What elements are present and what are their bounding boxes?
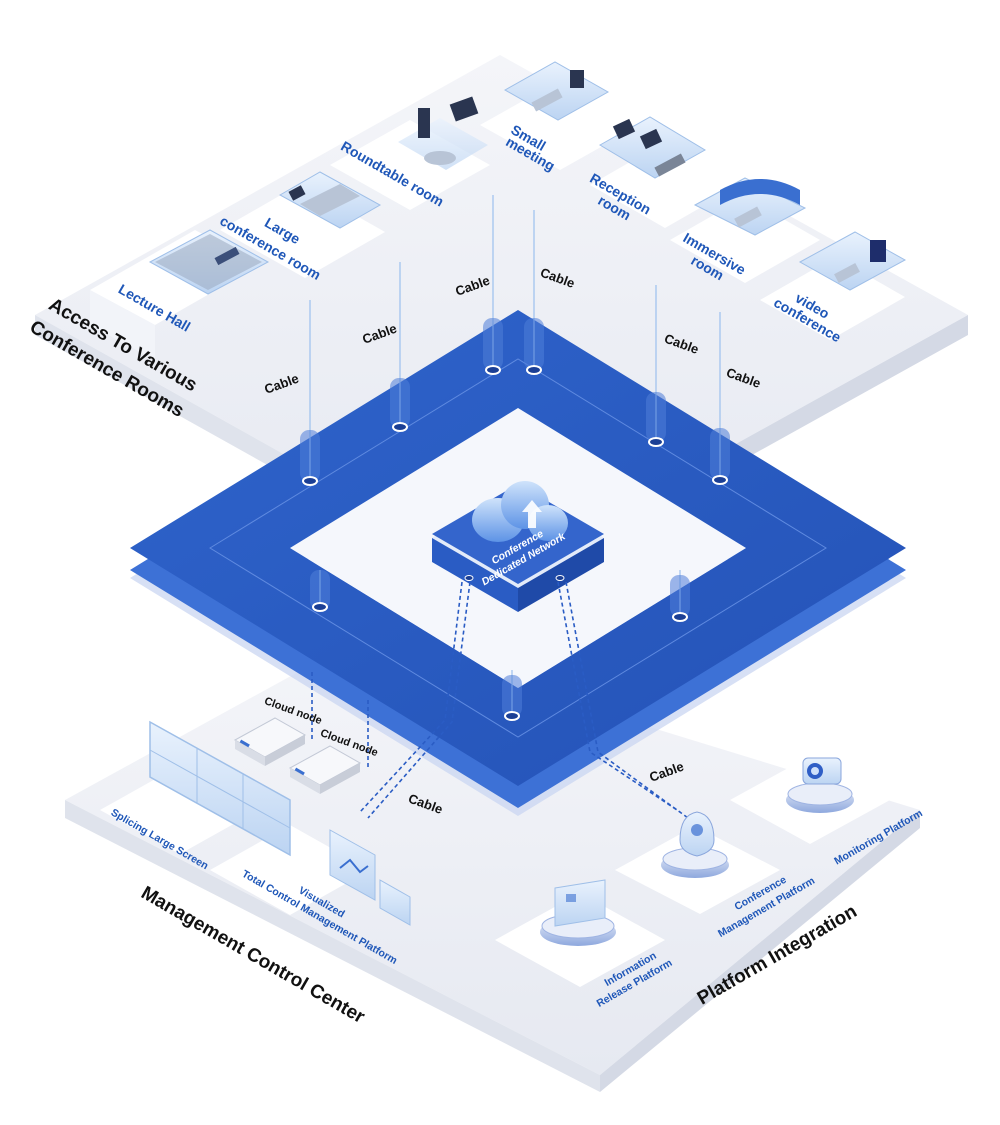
server-node-icon	[288, 745, 362, 794]
conference-mgmt-icon	[661, 811, 729, 878]
server-node-icon	[233, 717, 307, 766]
lecture-hall-room-icon	[148, 229, 270, 295]
large-conference-room-icon	[278, 171, 382, 229]
small-meeting-room-icon	[503, 61, 610, 121]
cable-ports	[302, 365, 728, 721]
dashboard-screen-icon	[329, 829, 411, 926]
network-ring	[130, 310, 906, 816]
reception-room-icon	[599, 116, 706, 179]
dashed-cables	[311, 581, 689, 819]
center-network-block: Conference Dedicated Network	[432, 481, 604, 612]
room-roundtable: Roundtable room	[330, 96, 490, 210]
video-conference-room-icon	[798, 231, 907, 291]
roundtable-room-icon	[398, 96, 488, 170]
info-release-icon	[540, 879, 616, 946]
room-immersive: Immersive room	[670, 177, 820, 283]
immersive-room-icon	[693, 177, 807, 236]
video-wall-icon	[149, 720, 291, 857]
room-small-meeting: Small meeting	[480, 61, 640, 174]
cable-sleeves	[300, 318, 730, 717]
cloud-upload-icon	[472, 481, 568, 542]
camera-monitoring-icon	[786, 757, 854, 813]
room-lecture-hall: Lecture Hall	[90, 229, 270, 360]
